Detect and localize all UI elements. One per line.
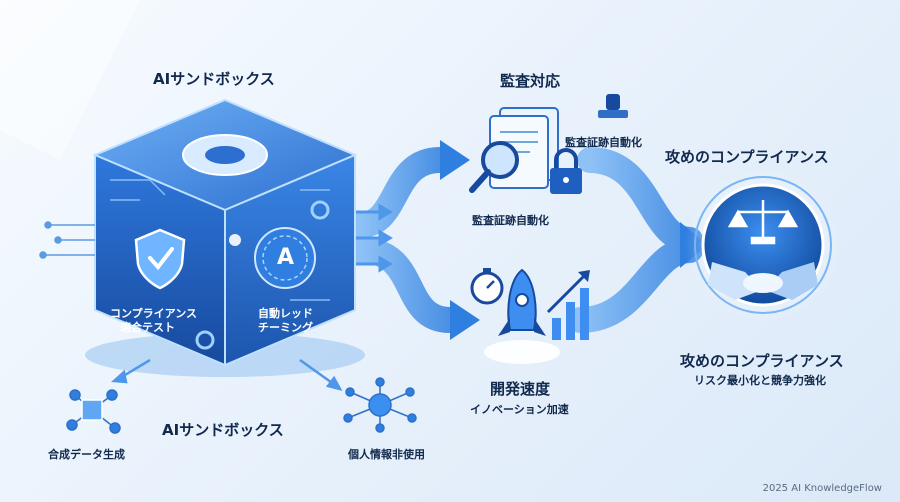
handshake-icon [708, 262, 818, 300]
sandbox-title-top: AIサンドボックス [153, 70, 275, 88]
sandbox-cube [85, 98, 365, 377]
light-ray [0, 0, 140, 160]
compliance-title-top: 攻めのコンプライアンス [665, 148, 829, 166]
ai-letter: A [277, 245, 295, 270]
shield-icon [134, 228, 186, 290]
dev-caption: イノベーション加速 [470, 403, 569, 416]
compliance-test-label-line2: 適合テスト [120, 321, 175, 334]
gear-icon [182, 134, 268, 176]
compliance-title-bottom: 攻めのコンプライアンス [680, 352, 844, 370]
compliance-subtitle: リスク最小化と競争力強化 [694, 374, 826, 387]
compliance-emblem [685, 167, 841, 323]
growth-chart-icon [546, 270, 590, 340]
stamp-icon [598, 94, 628, 118]
network-cube-icon [66, 389, 121, 434]
audit-title: 監査対応 [500, 72, 561, 90]
red-teaming-label-line2: チーミング [258, 321, 313, 334]
lock-icon [550, 148, 582, 194]
circuit-lines [39, 221, 95, 259]
small-gear-icon [195, 330, 215, 350]
synthetic-data-label: 合成データ生成 [48, 448, 125, 461]
audit-side-label: 監査証跡自動化 [565, 136, 642, 149]
down-arrows [111, 358, 343, 391]
no-personal-info-label: 個人情報非使用 [348, 448, 425, 461]
red-teaming-label-line1: 自動レッド [258, 307, 313, 320]
rocket-icon [484, 268, 560, 364]
small-gear-icon [310, 200, 330, 220]
footer-credit: 2025 AI KnowledgeFlow [762, 483, 882, 494]
compliance-test-label-line1: コンプライアンス [110, 307, 198, 320]
sandbox-title-bottom: AIサンドボックス [162, 421, 284, 439]
scales-icon [727, 200, 799, 245]
magnifier-icon [469, 141, 519, 193]
dev-title: 開発速度 [490, 380, 551, 398]
network-node-icon [343, 377, 417, 433]
brain-icon [254, 227, 316, 289]
audit-caption: 監査証跡自動化 [472, 214, 549, 227]
stopwatch-icon [470, 268, 504, 305]
flow-arrows [347, 147, 703, 333]
